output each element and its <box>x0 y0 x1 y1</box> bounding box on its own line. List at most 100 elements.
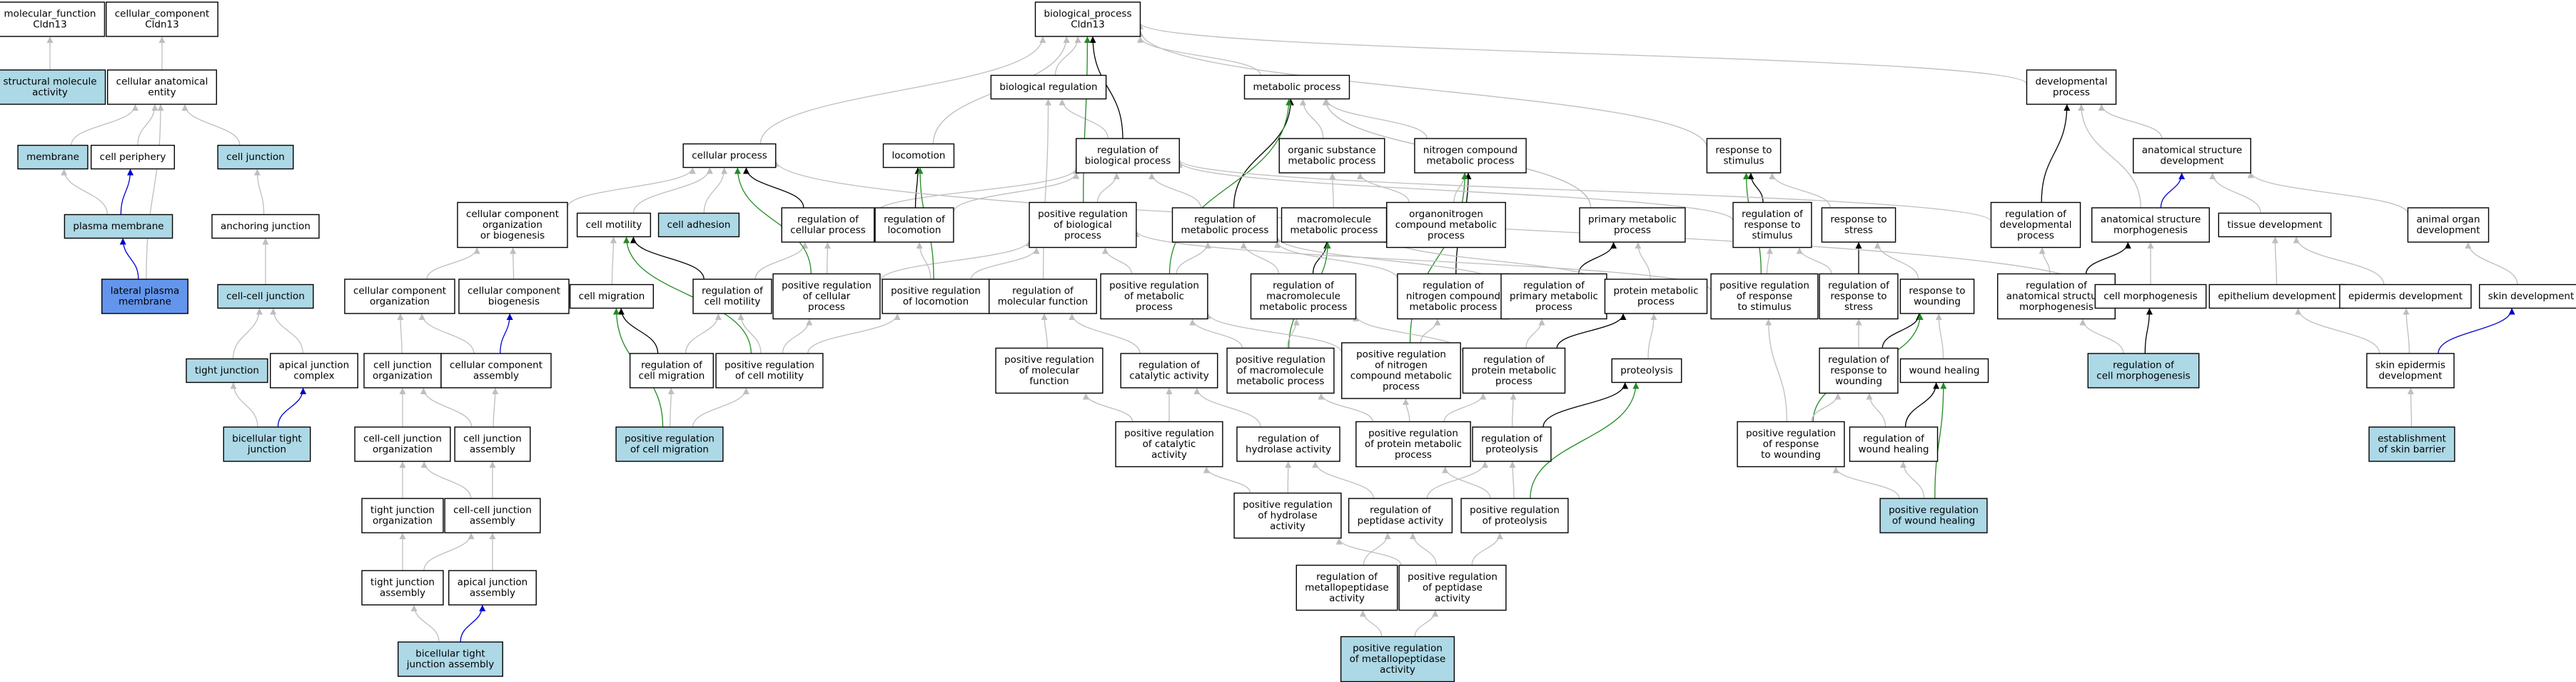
go-term-node: locomotion <box>882 143 955 169</box>
go-term-label: junction <box>247 444 286 456</box>
go-term-label: regulation of <box>1316 571 1378 583</box>
go-term-label: cell motility <box>704 296 761 308</box>
is-a-edge <box>1426 461 1489 499</box>
is-a-edge <box>1176 241 1211 274</box>
go-term-label: metallopeptidase <box>1305 582 1388 593</box>
go-term-label: assembly <box>470 444 515 456</box>
go-term-box <box>444 498 541 533</box>
go-term-box <box>106 1 218 37</box>
go-term-node: biological regulation <box>990 74 1107 100</box>
is-a-edge <box>1359 610 1383 637</box>
go-term-label: positive regulation <box>1408 571 1497 583</box>
go-term-label: cell motility <box>586 219 642 231</box>
go-term-box <box>2366 353 2455 388</box>
go-term-label: positive regulation <box>891 286 981 297</box>
is-a-edge <box>146 104 164 280</box>
go-term-box <box>1034 1 1141 37</box>
is-a-edge <box>1363 532 1391 566</box>
go-term-box <box>1348 498 1453 533</box>
go-term-label: proteolysis <box>1485 444 1538 456</box>
go-term-label: primary metabolic <box>1588 214 1677 226</box>
is-a-edge <box>420 461 472 499</box>
go-term-box <box>874 207 954 243</box>
is-a-edge <box>916 241 931 280</box>
go-term-label: process <box>1064 230 1101 241</box>
go-term-label: cell-cell junction <box>363 433 442 445</box>
go-term-box <box>2407 207 2490 243</box>
go-term-label: of hydrolase <box>1258 510 1317 521</box>
go-term-label: Cldn13 <box>1071 19 1104 31</box>
go-term-label: regulation of <box>702 286 764 297</box>
regulates-edge <box>1556 313 1627 348</box>
go-term-label: membrane <box>26 151 79 163</box>
is-a-edge <box>879 239 1033 282</box>
go-term-box <box>1100 273 1208 320</box>
go-term-label: metabolic process <box>1253 81 1341 93</box>
regulates-edge <box>617 308 659 354</box>
is-a-edge <box>1136 36 1261 76</box>
go-term-label: regulation of <box>1194 214 1256 226</box>
go-term-label: regulation of <box>797 214 859 226</box>
go-term-label: regulation of <box>1258 433 1320 445</box>
is-a-edge <box>1409 532 1437 566</box>
go-term-label: regulation of <box>1828 354 1890 366</box>
go-term-node: cell periphery <box>90 144 176 170</box>
go-term-label: anatomical structure <box>2101 214 2201 226</box>
go-term-label: response to <box>1830 214 1886 226</box>
go-term-node: proteolysis <box>1611 358 1682 383</box>
regulates-edge <box>2041 104 2071 203</box>
go-term-box <box>1340 636 1455 682</box>
go-term-label: wound healing <box>1909 365 1979 376</box>
go-term-label: stress <box>1844 225 1873 236</box>
regulates-edge <box>742 167 804 209</box>
go-term-box <box>361 570 444 606</box>
is-a-edge <box>1176 161 1734 221</box>
go-term-node: epithelium development <box>2208 284 2345 309</box>
is-a-edge <box>1765 319 1788 422</box>
is-a-edge <box>2403 308 2410 354</box>
go-term-label: macromolecule <box>1297 214 1371 226</box>
go-term-label: development <box>2160 156 2223 167</box>
go-term-label: biological process <box>1085 156 1171 167</box>
is-a-edge <box>1312 461 1374 499</box>
go-term-label: metabolic process <box>1290 225 1378 236</box>
is-a-edge <box>2078 104 2141 209</box>
go-term-label: tight junction <box>370 505 435 516</box>
is-a-edge <box>1442 466 1491 499</box>
go-term-label: protein metabolic <box>1471 365 1556 376</box>
go-term-box <box>1355 421 1471 468</box>
go-term-label: proteolysis <box>1620 365 1673 376</box>
go-term-label: regulation of <box>1273 280 1335 291</box>
is-a-edge <box>1101 247 1133 274</box>
go-term-box <box>1710 273 1819 320</box>
is-a-edge <box>1323 99 1428 139</box>
go-term-label: regulation of <box>2026 280 2088 291</box>
go-term-label: of protein metabolic <box>1365 438 1462 450</box>
is-a-edge <box>610 236 617 285</box>
go-term-box <box>361 498 444 533</box>
is-a-edge <box>1204 312 1343 353</box>
is-a-edge <box>410 604 440 643</box>
go-term-box <box>1821 207 1896 243</box>
is-a-edge <box>181 104 241 146</box>
go-term-box <box>772 273 881 320</box>
go-term-box <box>398 641 503 677</box>
go-term-label: positive regulation <box>1236 354 1325 366</box>
is-a-edge <box>2209 172 2261 214</box>
go-term-box <box>1076 138 1180 174</box>
is-a-edge <box>782 319 813 354</box>
